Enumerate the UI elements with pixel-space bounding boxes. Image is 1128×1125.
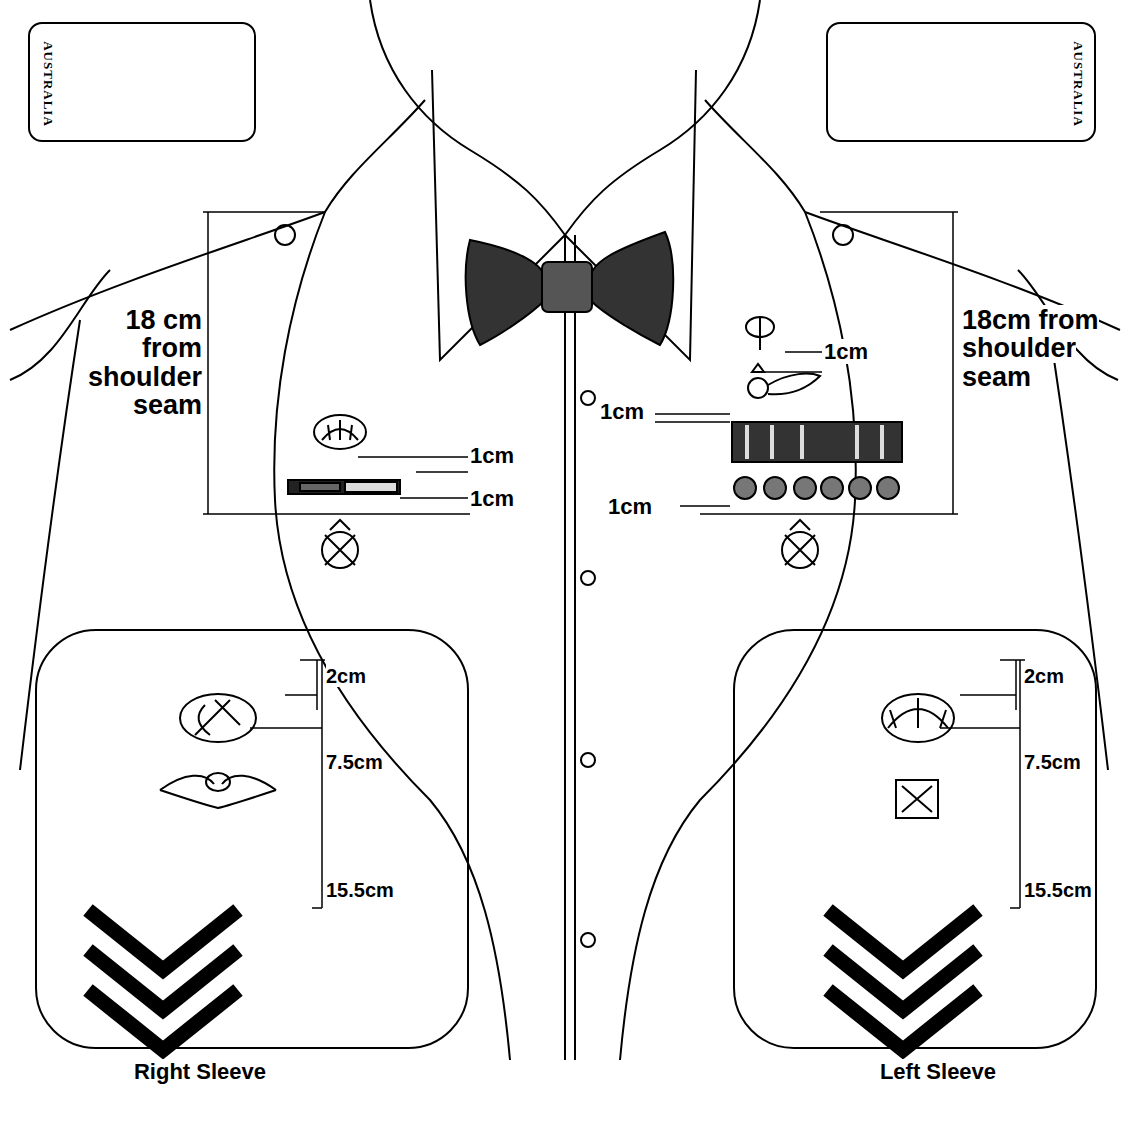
dimension-lines [203,212,958,514]
dimension: 2cm [1024,666,1084,687]
sleeve-panel [734,630,1096,1048]
shoulder-board: AUSTRALIA [826,22,1096,142]
sleeve-edge [20,320,80,770]
sleeve-panel [36,630,468,1048]
dimension: 1cm [470,444,530,467]
sleeve-caption: Right Sleeve [134,1059,266,1084]
dimension-lines [250,660,1025,908]
dimension: 15.5cm [1024,880,1120,901]
dimension: 15.5cm [326,880,416,901]
epaulette-button [833,225,853,245]
sleeve-caption: Left Sleeve [838,1060,1038,1083]
collar [370,0,760,235]
skill-badge [896,780,938,818]
dimension: 1cm [600,399,644,424]
ribbon-bar [288,480,400,494]
dimension: 2cm [326,666,386,687]
dimension: 2cm [1024,665,1064,687]
parachute-wings [160,773,276,808]
dimension-note: 18cm from shoulder seam [962,306,1102,391]
dimension: 15.5cm [1024,879,1092,901]
dimension: 15.5cm [326,879,394,901]
trade-badge [180,694,256,742]
epaulette-button [275,225,295,245]
dimension: 2cm [326,665,366,687]
sleeve-edge [1048,320,1108,770]
board-title: AUSTRALIA [1070,41,1086,127]
shirt-collar [432,70,565,360]
dimension: 1cm [608,494,652,519]
dimension-note: 18cm from shoulder seam [962,305,1099,392]
dimension: 1cm [824,340,884,363]
dimension: 7.5cm [326,752,406,773]
dimension: 7.5cm [1024,751,1081,773]
dimension-note: 18 cm from shoulder seam [80,306,202,419]
board-badge [204,74,922,90]
shirt-front [574,235,576,1060]
dimension: 1cm [608,495,678,518]
dimension-note: 18 cm from shoulder seam [88,305,202,420]
wings-badge [748,364,820,398]
board-title: AUSTRALIA [40,41,56,127]
bow-tie [466,232,674,345]
corps-badge [322,520,358,568]
sleeve-caption: Right Sleeve [100,1060,300,1083]
dimension: 1cm [470,487,530,510]
medals [732,422,902,499]
shoulder-board: AUSTRALIA [28,22,256,142]
parachute-badge [746,317,774,350]
dimension: 1cm [824,339,868,364]
buttons [581,391,595,947]
dimension: 1cm [470,443,514,468]
rising-sun-badge [314,415,366,449]
dimension: 1cm [600,400,652,423]
dimension: 7.5cm [1024,752,1104,773]
dimension: 1cm [470,486,514,511]
shirt-collar [565,70,696,360]
rising-sun-sleeve [882,694,954,742]
dimension: 7.5cm [326,751,383,773]
sleeve-caption: Left Sleeve [880,1059,996,1084]
shirt-front [564,235,566,1060]
corps-badge [782,520,818,568]
chevrons [88,910,978,1050]
